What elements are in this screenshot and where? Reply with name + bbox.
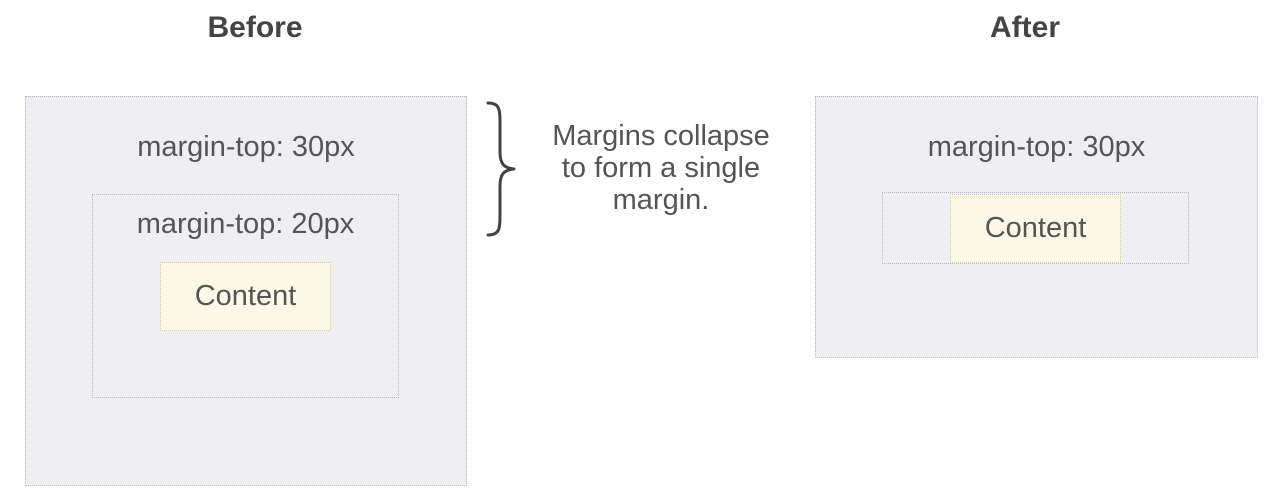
after-content-box: Content — [950, 194, 1121, 263]
collapse-annotation: Margins collapse to form a single margin… — [526, 120, 796, 216]
annotation-line: to form a single — [561, 152, 761, 184]
before-inner-margin-label: margin-top: 20px — [136, 208, 355, 240]
after-content-label: Content — [984, 212, 1087, 244]
annotation-line: Margins collapse — [552, 120, 770, 152]
after-heading: After — [989, 11, 1060, 44]
before-content-box: Content — [160, 262, 331, 331]
before-heading: Before — [207, 11, 303, 44]
before-outer-margin-label: margin-top: 30px — [137, 131, 355, 163]
right-curly-brace-icon — [486, 101, 516, 237]
before-content-label: Content — [194, 280, 297, 312]
after-outer-margin-label: margin-top: 30px — [927, 131, 1146, 163]
annotation-line: margin. — [612, 184, 710, 216]
